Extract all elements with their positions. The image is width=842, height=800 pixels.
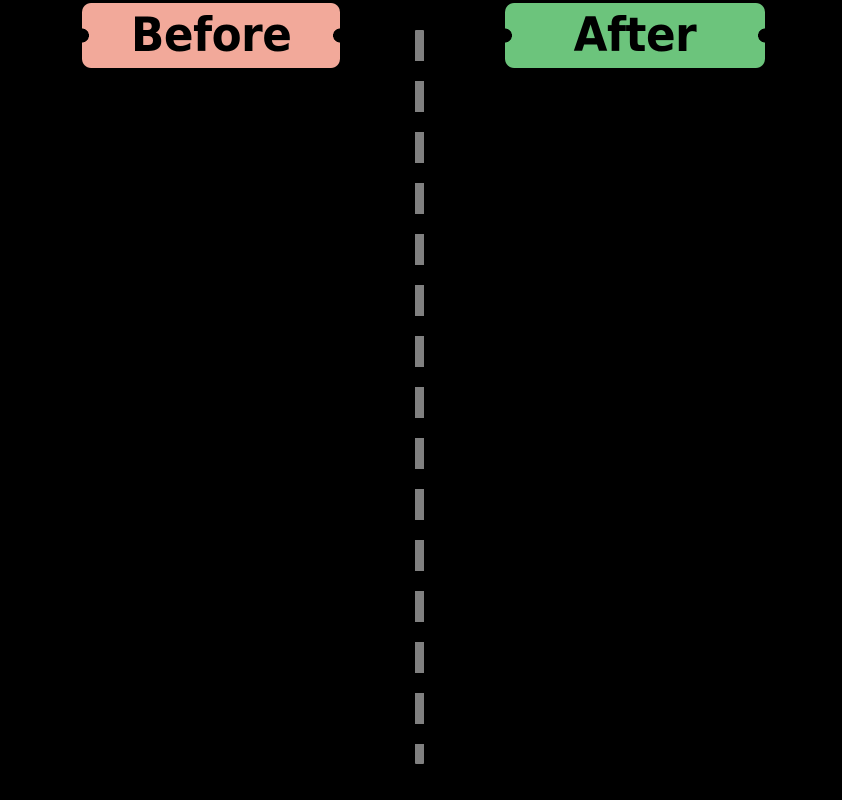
badge-before-label: Before [130,8,292,63]
pane-before [0,80,412,780]
vertical-dashed-divider [415,30,424,764]
badge-after-label: After [573,8,697,63]
pane-after [428,80,842,780]
badge-before: Before [82,3,340,68]
badge-after: After [505,3,765,68]
